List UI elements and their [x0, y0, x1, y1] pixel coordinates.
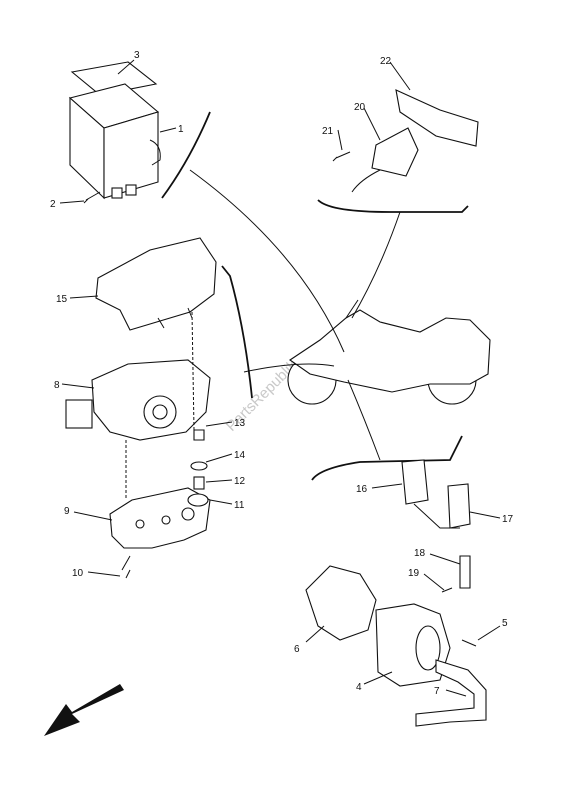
ecu-unit-side	[103, 111, 159, 199]
relay-17	[447, 483, 471, 529]
pointer-pump	[347, 379, 381, 461]
ecu-pad	[70, 61, 158, 96]
fuel-pump-group	[305, 435, 487, 727]
callout-1: 1	[178, 124, 184, 135]
leader-lines	[59, 59, 501, 697]
callout-19: 19	[408, 568, 420, 579]
front-direction-arrow	[44, 684, 124, 736]
pump-holder-6	[305, 565, 377, 641]
callout-8: 8	[54, 380, 60, 391]
pointer-relay	[351, 211, 401, 319]
callout-6: 6	[294, 644, 300, 655]
callout-15: 15	[56, 294, 68, 305]
callout-10: 10	[72, 568, 84, 579]
callout-7: 7	[434, 686, 440, 697]
callout-3: 3	[134, 50, 140, 61]
abs-group	[65, 237, 253, 579]
callout-17: 17	[502, 514, 514, 525]
abs-bracket-9	[109, 487, 211, 549]
relay-group	[317, 89, 479, 213]
callout-12: 12	[234, 476, 246, 487]
callout-labels: 3 1 2 22 20 21 15 8 13 14 12 11 9 10 16 …	[50, 50, 514, 697]
callout-16: 16	[356, 484, 368, 495]
pointer-abs	[243, 363, 335, 373]
abs-bracket-line	[221, 265, 253, 399]
ecu-group	[68, 61, 211, 204]
bracket-18	[459, 555, 471, 589]
callout-14: 14	[234, 450, 246, 461]
callout-21: 21	[322, 126, 334, 137]
callout-22: 22	[380, 56, 392, 67]
callout-5: 5	[502, 618, 508, 629]
callout-2: 2	[50, 199, 56, 210]
relay-16	[401, 459, 429, 505]
motorcycle-outline	[287, 299, 491, 405]
callout-18: 18	[414, 548, 426, 559]
callout-13: 13	[234, 418, 246, 429]
relay-bracket-line	[317, 199, 469, 213]
cover-22	[395, 89, 479, 147]
abs-cover-15	[95, 237, 217, 331]
ecu-bracket-line	[161, 111, 211, 199]
callout-11: 11	[234, 500, 245, 511]
pump-bracket-line	[311, 435, 463, 481]
callout-9: 9	[64, 506, 70, 517]
pointer-ecu	[189, 169, 345, 353]
callout-4: 4	[356, 682, 362, 693]
hose-7	[415, 659, 487, 727]
callout-20: 20	[354, 102, 366, 113]
